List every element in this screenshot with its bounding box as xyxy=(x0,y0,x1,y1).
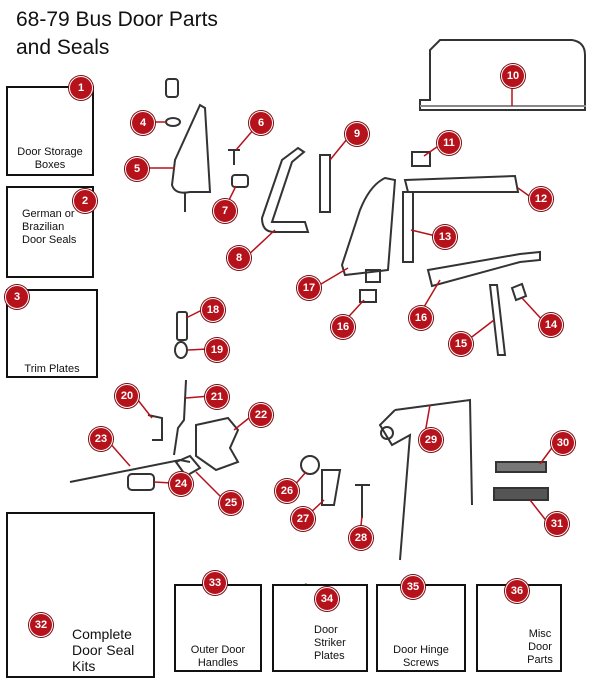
callout-28[interactable]: 28 xyxy=(349,526,373,550)
guide-30-part xyxy=(495,461,547,473)
callout-22[interactable]: 22 xyxy=(249,403,273,427)
clip-24-part xyxy=(127,473,155,491)
callout-19[interactable]: 19 xyxy=(205,338,229,362)
channel-part xyxy=(426,250,541,288)
door-lock-part xyxy=(195,416,240,472)
callout-3[interactable]: 3 xyxy=(5,285,29,309)
clip-14-part xyxy=(510,282,528,302)
callout-14[interactable]: 14 xyxy=(539,313,563,337)
callout-13[interactable]: 13 xyxy=(433,225,457,249)
callout-30[interactable]: 30 xyxy=(551,431,575,455)
callout-29[interactable]: 29 xyxy=(419,428,443,452)
escutcheon-part xyxy=(300,455,320,475)
door-hinge-screws-box[interactable]: Door Hinge Screws xyxy=(376,584,466,672)
callout-25[interactable]: 25 xyxy=(219,491,243,515)
callout-7[interactable]: 7 xyxy=(213,199,237,223)
callout-8[interactable]: 8 xyxy=(227,246,251,270)
pin-part xyxy=(228,149,240,165)
door-storage-boxes-box[interactable]: Door Storage Boxes xyxy=(6,86,94,176)
callout-16b[interactable]: 16 xyxy=(409,306,433,330)
callout-32[interactable]: 32 xyxy=(29,613,53,637)
outer-door-handles-box[interactable]: Outer Door Handles xyxy=(174,584,262,672)
strip-part xyxy=(319,154,331,213)
callout-9[interactable]: 9 xyxy=(345,122,369,146)
misc-door-parts-caption: Misc Door Parts xyxy=(527,628,553,666)
callout-1[interactable]: 1 xyxy=(69,76,93,100)
callout-18[interactable]: 18 xyxy=(201,298,225,322)
vent-window-frame-part xyxy=(340,176,397,277)
callout-24[interactable]: 24 xyxy=(169,472,193,496)
screw-28-part xyxy=(355,484,370,518)
callout-5[interactable]: 5 xyxy=(125,157,149,181)
clip-16-part xyxy=(359,289,377,303)
rod-part xyxy=(173,379,187,456)
callout-17[interactable]: 17 xyxy=(297,276,321,300)
title-line-2: and Seals xyxy=(16,36,110,59)
outer-door-handles-caption: Outer Door Handles xyxy=(190,644,246,669)
callout-31[interactable]: 31 xyxy=(545,512,569,536)
callout-23[interactable]: 23 xyxy=(89,427,113,451)
callout-21[interactable]: 21 xyxy=(205,385,229,409)
callout-10[interactable]: 10 xyxy=(501,64,525,88)
door-seal-kits-box[interactable]: Complete Door Seal Kits xyxy=(6,512,155,678)
callout-12[interactable]: 12 xyxy=(529,187,553,211)
door-seal-kits-caption: Complete Door Seal Kits xyxy=(72,626,135,674)
lock-knob-part xyxy=(165,78,179,98)
long-rod-part xyxy=(69,458,191,483)
vent-seal-part xyxy=(260,146,310,233)
callout-11[interactable]: 11 xyxy=(437,131,461,155)
leader-lines xyxy=(107,75,555,536)
small-clip-part xyxy=(411,151,431,167)
clip-part xyxy=(231,174,249,188)
trim-plates-caption: Trim Plates xyxy=(24,363,80,375)
callout-16a[interactable]: 16 xyxy=(331,315,355,339)
guide-31-part xyxy=(493,487,549,501)
door-striker-plates-caption: Door Striker Plates xyxy=(314,624,346,662)
callout-6[interactable]: 6 xyxy=(249,111,273,135)
window-regulator-part xyxy=(378,398,473,561)
door-seals-caption: German or Brazilian Door Seals xyxy=(22,208,77,246)
callout-2[interactable]: 2 xyxy=(73,189,97,213)
page-title: 68-79 Bus Door Parts and Seals xyxy=(16,6,218,62)
door-storage-boxes-caption: Door Storage Boxes xyxy=(17,146,83,171)
window-frame-seal-part xyxy=(419,39,586,111)
window-crank-part xyxy=(321,469,342,506)
callout-27[interactable]: 27 xyxy=(291,507,315,531)
window-seal-part xyxy=(403,174,520,193)
grommet-part xyxy=(174,341,188,359)
callout-15[interactable]: 15 xyxy=(449,332,473,356)
screw-part xyxy=(176,311,188,341)
callout-4[interactable]: 4 xyxy=(131,111,155,135)
door-hinge-screws-caption: Door Hinge Screws xyxy=(393,644,449,669)
vertical-strip-part xyxy=(402,191,414,263)
callout-34[interactable]: 34 xyxy=(315,587,339,611)
callout-35[interactable]: 35 xyxy=(401,575,425,599)
callout-20[interactable]: 20 xyxy=(115,384,139,408)
strip-15-part xyxy=(488,284,507,356)
trim-plates-box[interactable]: Trim Plates xyxy=(6,289,98,378)
callout-36[interactable]: 36 xyxy=(505,579,529,603)
callout-33[interactable]: 33 xyxy=(203,571,227,595)
vent-frame-part xyxy=(170,103,212,194)
lever-part xyxy=(174,454,202,478)
bracket-part xyxy=(147,414,163,441)
washer-part xyxy=(165,117,181,127)
title-line-1: 68-79 Bus Door Parts xyxy=(16,8,218,31)
callout-26[interactable]: 26 xyxy=(275,479,299,503)
